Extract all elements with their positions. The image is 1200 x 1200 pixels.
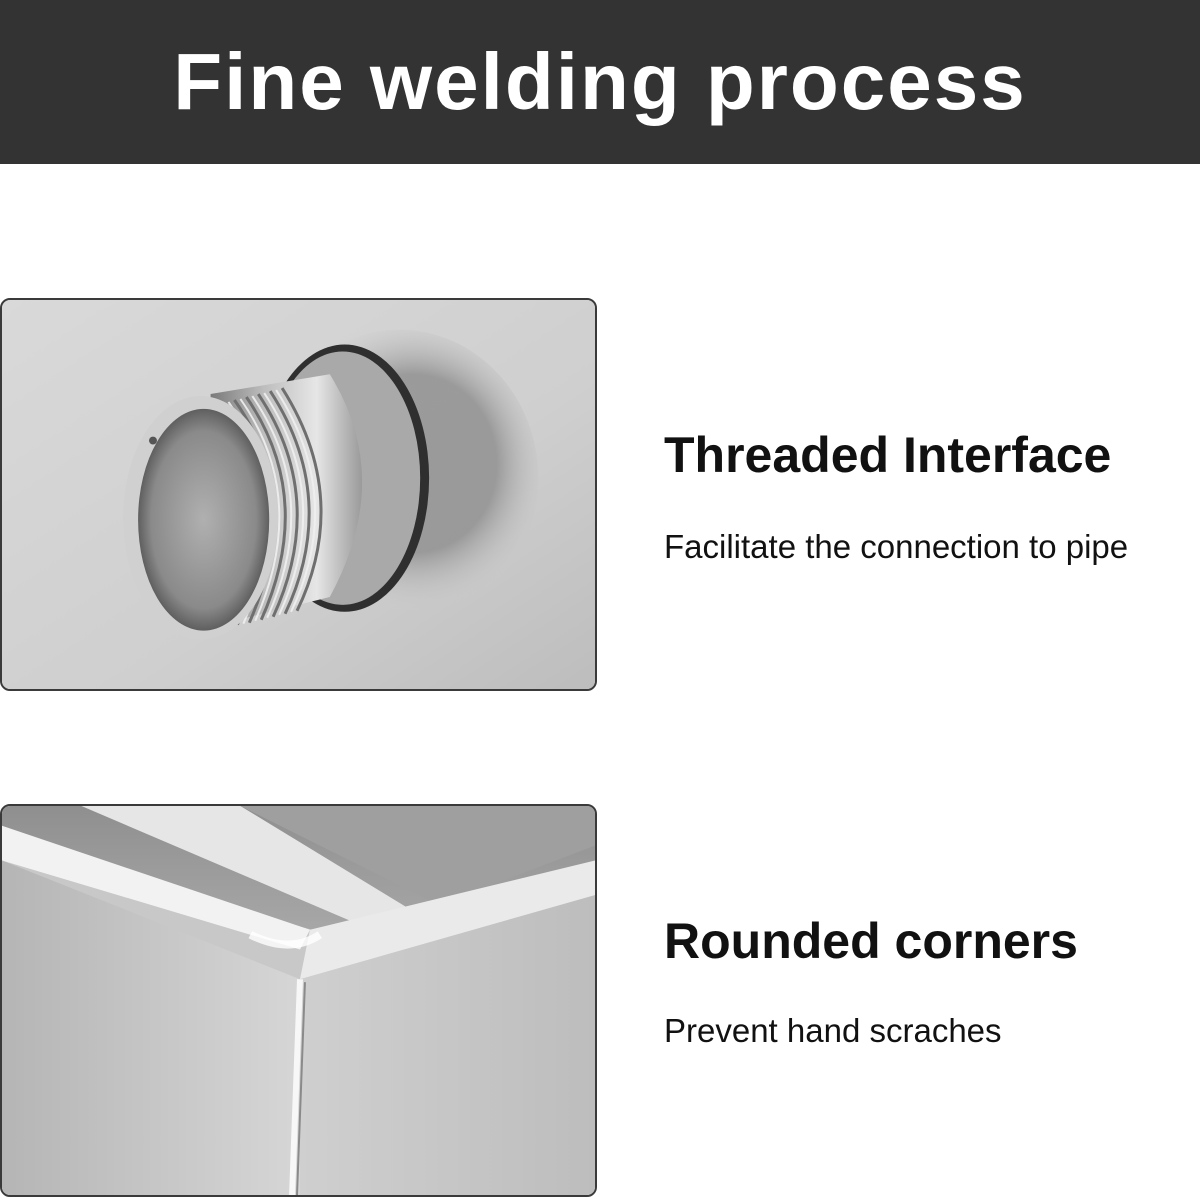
title-banner: Fine welding process	[0, 0, 1200, 164]
feature-description-rounded-corners: Prevent hand scraches	[664, 1012, 1002, 1049]
threaded-pipe-fitting-photo	[0, 298, 597, 691]
feature-description-threaded-interface: Facilitate the connection to pipe	[664, 528, 1129, 565]
page-title: Fine welding process	[173, 37, 1027, 126]
welded-corner-photo	[0, 804, 597, 1197]
feature-title-rounded-corners: Rounded corners	[664, 913, 1078, 969]
feature-title-threaded-interface: Threaded Interface	[664, 427, 1112, 483]
